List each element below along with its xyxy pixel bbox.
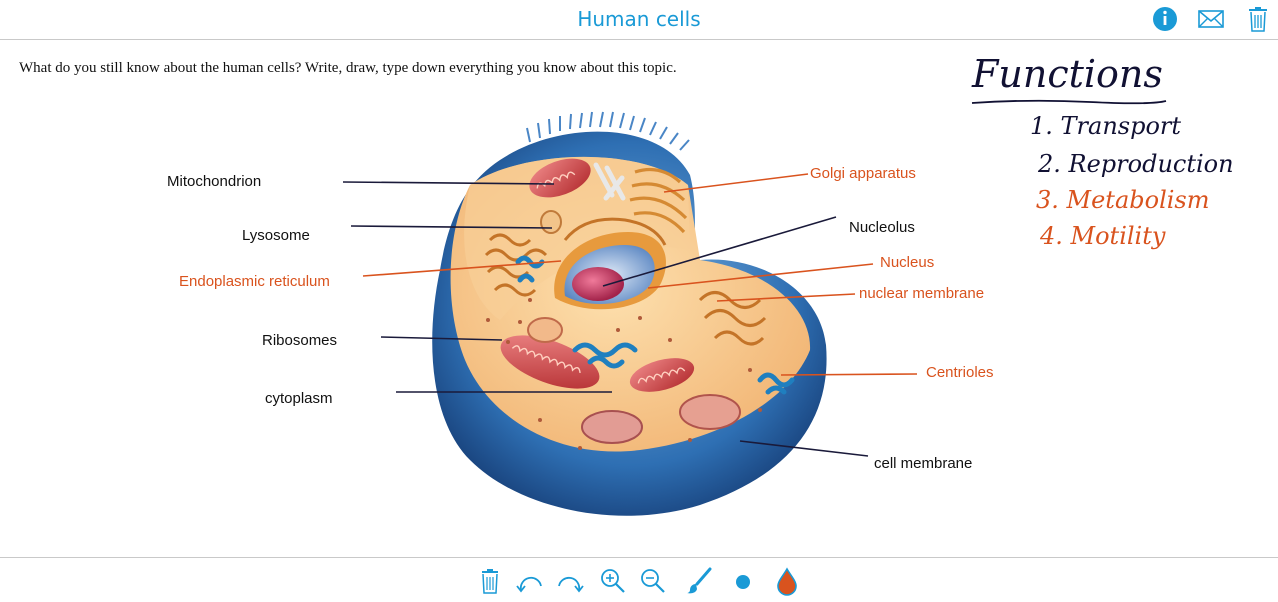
- label-golgi-apparatus: Golgi apparatus: [810, 165, 916, 182]
- label-lysosome: Lysosome: [242, 227, 310, 244]
- handwritten-item-3: 3. Metabolism: [1036, 186, 1210, 214]
- cilia: [526, 111, 690, 151]
- line-nucleus: [647, 263, 874, 289]
- line-cell-membrane: [739, 440, 869, 457]
- mitochondria: [500, 158, 695, 392]
- zoom-out-icon[interactable]: [638, 566, 668, 596]
- line-golgi: [663, 173, 809, 193]
- label-cytoplasm: cytoplasm: [265, 390, 333, 407]
- line-er: [362, 260, 562, 277]
- handwritten-item-4: 4. Motility: [1040, 222, 1166, 250]
- line-nucleolus: [602, 216, 837, 287]
- handwritten-item-1: 1. Transport: [1030, 112, 1182, 140]
- line-lysosome: [350, 225, 553, 229]
- vesicles: [527, 210, 741, 444]
- heading-underline: [971, 99, 1167, 105]
- handwritten-heading: Functions: [972, 52, 1163, 96]
- ribosome-dots: [486, 298, 762, 450]
- info-icon[interactable]: [1151, 5, 1179, 33]
- centrioles-blue: [515, 255, 795, 395]
- line-mitochondrion: [342, 181, 555, 185]
- bottom-toolbar: [0, 557, 1278, 602]
- golgi-shape: [629, 168, 688, 234]
- color-drop-icon[interactable]: [772, 566, 802, 596]
- label-mitochondrion: Mitochondrion: [167, 173, 262, 190]
- trash-icon[interactable]: [1244, 5, 1272, 33]
- dot-size-icon[interactable]: [728, 566, 758, 596]
- handwritten-item-2: 2. Reproduction: [1038, 150, 1234, 178]
- line-centrioles: [780, 373, 918, 376]
- redo-icon[interactable]: [555, 566, 585, 596]
- leader-lines: [342, 173, 918, 457]
- mail-icon[interactable]: [1197, 5, 1225, 33]
- label-nuclear-membrane: nuclear membrane: [859, 285, 985, 302]
- label-nucleus: Nucleus: [880, 254, 935, 271]
- brush-icon[interactable]: [684, 566, 714, 596]
- trash-icon[interactable]: [475, 566, 505, 596]
- label-cell-membrane: cell membrane: [874, 455, 973, 472]
- label-centrioles: Centrioles: [926, 364, 994, 381]
- line-ribosomes: [380, 336, 503, 341]
- nucleus-shape: [554, 232, 666, 310]
- page-title: Human cells: [577, 7, 701, 31]
- zoom-in-icon[interactable]: [598, 566, 628, 596]
- header-bar: Human cells: [0, 0, 1278, 40]
- line-nuclear-membrane: [716, 293, 856, 302]
- undo-icon[interactable]: [515, 566, 545, 596]
- centriole-rods: [593, 162, 626, 201]
- label-endoplasmic-reticulum: Endoplasmic reticulum: [179, 273, 330, 290]
- prompt-text: What do you still know about the human c…: [19, 60, 677, 76]
- label-ribosomes: Ribosomes: [262, 332, 338, 349]
- label-nucleolus: Nucleolus: [849, 219, 915, 236]
